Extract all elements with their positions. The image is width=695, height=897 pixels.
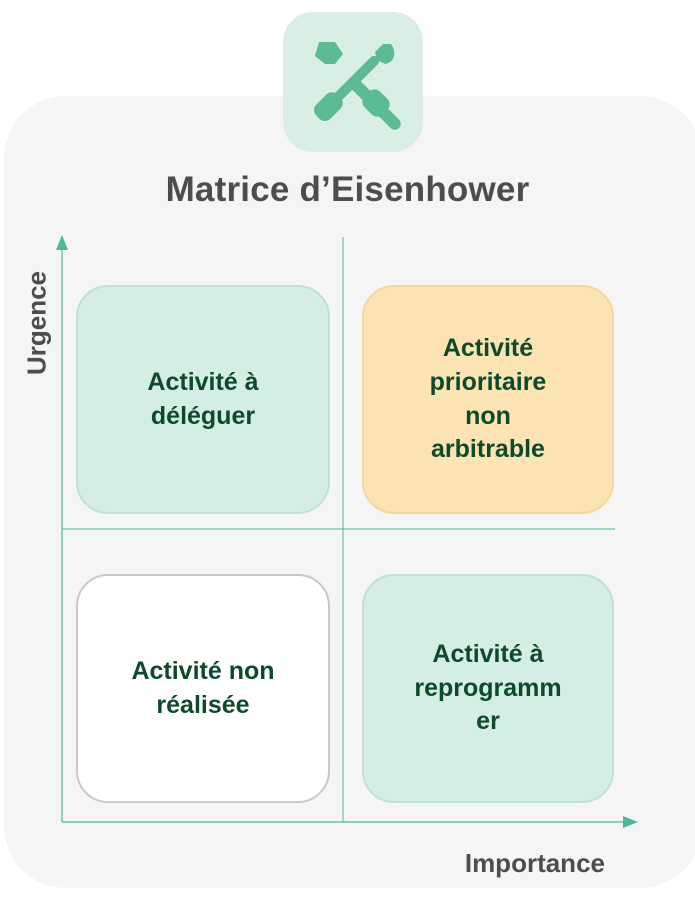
y-axis-arrow xyxy=(56,235,68,250)
y-axis-label: Urgence xyxy=(21,270,52,376)
quadrant-not-done-label: Activité non réalisée xyxy=(131,656,275,719)
x-axis-label: Importance xyxy=(464,848,605,878)
quadrant-reschedule-label: Activité à reprogramm er xyxy=(414,639,562,736)
quadrant-reschedule: Activité à reprogramm er xyxy=(362,574,614,803)
page-title: Matrice d’Eisenhower xyxy=(165,170,530,209)
x-axis-arrow xyxy=(623,816,638,828)
quadrant-delegate-label: Activité à déléguer xyxy=(147,367,259,430)
quadrant-priority-label: Activité prioritaire non arbitrable xyxy=(429,334,547,464)
quadrant-priority: Activité prioritaire non arbitrable xyxy=(362,285,614,514)
quadrant-not-done: Activité non réalisée xyxy=(76,574,330,803)
quadrant-delegate: Activité à déléguer xyxy=(76,285,330,514)
tools-icon-tile xyxy=(283,12,423,152)
tools-icon xyxy=(314,42,401,130)
